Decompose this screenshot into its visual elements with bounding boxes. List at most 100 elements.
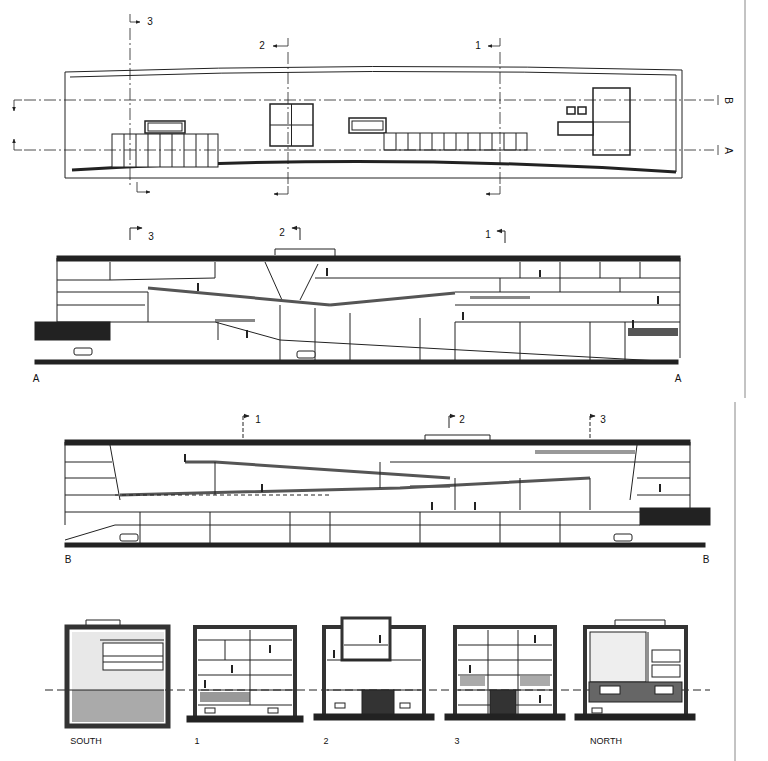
view-label: B <box>702 554 711 565</box>
section-cut-line <box>14 100 22 111</box>
longitudinal-section-a <box>35 228 680 364</box>
site-plan <box>145 121 185 133</box>
cross-sections <box>67 627 168 726</box>
longitudinal-section-a <box>500 262 640 292</box>
longitudinal-section-a <box>130 228 142 240</box>
view-label: SOUTH <box>69 737 103 747</box>
longitudinal-section-a <box>215 319 255 322</box>
cross-sections <box>100 640 164 641</box>
section-cut-line <box>486 186 500 194</box>
cross-sections <box>575 714 695 720</box>
site-plan <box>578 107 586 114</box>
cross-sections <box>455 627 555 717</box>
section-cut-line <box>14 14 718 194</box>
section-cut-line <box>718 145 719 155</box>
section-cut-line <box>130 14 140 22</box>
section-cut-line <box>718 95 719 105</box>
longitudinal-section-a <box>57 256 680 261</box>
site-plan <box>270 104 313 146</box>
cross-sections <box>589 682 682 702</box>
longitudinal-section-b <box>614 534 632 541</box>
longitudinal-section-b <box>215 462 590 510</box>
cross-sections <box>400 703 410 708</box>
cross-sections <box>342 618 390 660</box>
longitudinal-section-a <box>297 351 315 358</box>
cross-sections <box>187 716 303 722</box>
site-plan <box>124 134 208 167</box>
longitudinal-section-b <box>65 416 710 547</box>
site-plan <box>70 71 676 172</box>
longitudinal-section-a <box>148 288 455 305</box>
section-marker: 1 <box>474 40 482 51</box>
site-plan <box>65 66 682 178</box>
cross-sections <box>45 618 710 726</box>
longitudinal-section-b <box>590 416 591 438</box>
longitudinal-section-a <box>148 292 625 360</box>
view-label: 1 <box>193 737 200 747</box>
longitudinal-section-b <box>640 508 710 525</box>
section-marker: 1 <box>484 229 492 240</box>
section-cut-line <box>137 182 150 192</box>
site-plan <box>352 121 383 130</box>
section-cut-line <box>500 52 501 184</box>
site-plan <box>567 107 575 114</box>
section-marker: 3 <box>146 16 154 27</box>
cross-sections <box>590 632 646 682</box>
site-plan <box>148 123 182 131</box>
section-cut-line <box>24 150 714 151</box>
longitudinal-section-a <box>57 292 680 340</box>
cross-sections <box>652 650 680 662</box>
section-cut-line <box>24 100 714 101</box>
cross-sections <box>72 690 164 722</box>
site-plan <box>593 122 630 123</box>
section-marker: B <box>722 96 733 105</box>
site-plan <box>270 104 313 146</box>
longitudinal-section-b <box>120 534 138 541</box>
view-label: 2 <box>322 737 329 747</box>
cross-sections <box>268 708 278 713</box>
section-cut-line <box>273 38 288 46</box>
longitudinal-section-a <box>198 268 658 338</box>
longitudinal-section-b <box>110 445 637 500</box>
site-plan <box>349 118 386 133</box>
view-label: A <box>32 373 41 384</box>
cross-sections <box>585 627 686 717</box>
longitudinal-section-b <box>425 435 490 440</box>
site-plan <box>112 134 218 167</box>
section-marker: 2 <box>258 40 266 51</box>
longitudinal-section-b <box>185 454 660 510</box>
longitudinal-section-b <box>449 416 455 428</box>
cross-sections <box>72 620 164 690</box>
longitudinal-section-a <box>497 231 505 243</box>
section-marker: A <box>722 146 733 155</box>
cross-sections <box>600 686 620 694</box>
longitudinal-section-a <box>35 360 678 364</box>
longitudinal-section-a <box>628 328 678 336</box>
cross-sections <box>592 708 602 713</box>
cross-sections <box>470 635 540 703</box>
section-cut-line <box>130 28 131 185</box>
cross-sections <box>327 645 421 690</box>
longitudinal-section-b <box>243 416 244 438</box>
section-marker: 1 <box>254 414 262 425</box>
longitudinal-section-b <box>115 495 330 496</box>
longitudinal-section-b <box>590 416 595 417</box>
site-plan <box>384 133 527 150</box>
cross-sections <box>520 676 550 686</box>
section-cut-line <box>14 139 22 150</box>
view-label: NORTH <box>589 737 623 747</box>
view-label: A <box>674 373 683 384</box>
cross-sections <box>445 714 565 720</box>
longitudinal-section-a <box>280 340 678 362</box>
longitudinal-section-b <box>65 462 690 495</box>
cross-sections <box>490 690 516 717</box>
longitudinal-section-a <box>74 348 92 355</box>
cross-sections <box>195 627 295 718</box>
site-plan <box>65 66 682 178</box>
section-cut-line <box>488 38 500 46</box>
view-label: 3 <box>453 737 460 747</box>
site-plan <box>558 122 593 135</box>
cross-sections <box>655 686 673 694</box>
